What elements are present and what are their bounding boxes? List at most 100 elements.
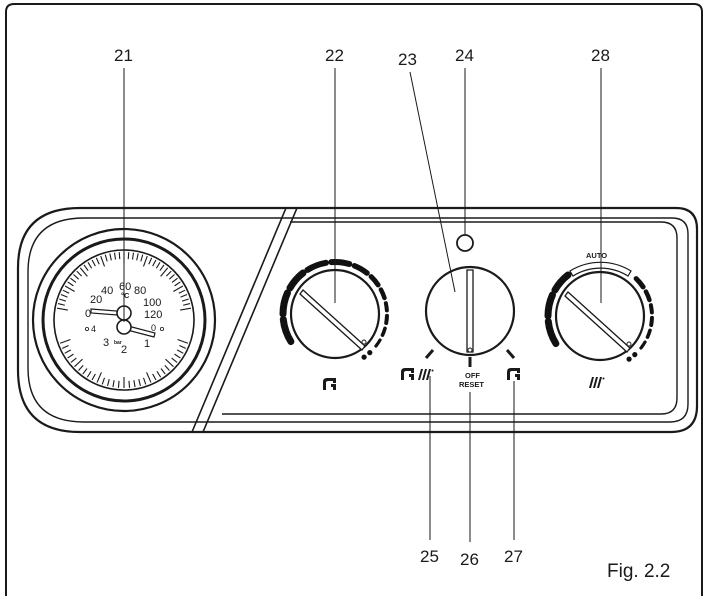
selector-mark-hot-water — [507, 350, 514, 358]
gauge-tick — [97, 372, 101, 382]
gauge-tick — [83, 369, 87, 375]
gauge-tick — [175, 354, 181, 358]
gauge-tick — [173, 286, 183, 292]
callout-28: 28 — [591, 46, 610, 65]
mode-selector-knob[interactable] — [426, 267, 514, 355]
gauge-tick — [172, 278, 178, 282]
scale-segment — [641, 342, 645, 348]
pressure-label-1: 1 — [144, 338, 150, 350]
gauge-tick — [134, 380, 135, 387]
gauge-tick — [113, 380, 114, 387]
gauge-tick — [165, 365, 170, 370]
reset-label: RESET — [459, 380, 484, 389]
gauge-tick — [77, 271, 82, 276]
pressure-label-0: 0 — [151, 323, 156, 333]
tap-icon — [323, 378, 336, 390]
gauge-tick — [68, 354, 74, 358]
off-label: OFF — [465, 371, 480, 380]
gauge-tick — [156, 262, 160, 268]
gauge-tick — [166, 271, 171, 276]
gauge-tick — [172, 358, 177, 362]
scale-segment — [381, 290, 385, 298]
gauge-tick — [183, 304, 190, 306]
scale-segment — [331, 262, 349, 264]
gauge-tick — [73, 274, 78, 279]
temp-label-40: 40 — [101, 285, 113, 297]
gauge-tick — [71, 358, 76, 362]
gauge-tick — [78, 365, 83, 370]
pressure-needle — [117, 320, 155, 337]
status-led — [457, 235, 473, 251]
gauge-tick — [68, 282, 74, 286]
gauge-tick — [60, 339, 70, 343]
scale-segment — [548, 321, 556, 343]
scale-segment — [371, 277, 378, 285]
gauge-tick — [177, 350, 183, 353]
temp-label-120: 120 — [144, 309, 162, 321]
gauge-tick — [84, 265, 88, 271]
gauge-tick — [58, 304, 65, 306]
gauge-tick — [129, 381, 130, 388]
gauge-tick — [70, 278, 76, 282]
heating-temperature-knob[interactable] — [548, 262, 652, 361]
pressure-label-2: 2 — [121, 344, 127, 356]
scale-dot — [367, 350, 372, 355]
scale-segment — [307, 263, 326, 270]
scale-segment — [651, 305, 652, 312]
gauge-tick — [153, 260, 156, 266]
pressure-unit: bar — [114, 340, 122, 346]
gauge-tick — [108, 379, 110, 386]
gauge-tick — [144, 378, 146, 385]
gauge-tick — [179, 290, 185, 293]
callout-26: 26 — [460, 550, 479, 569]
gauge-tick — [92, 260, 95, 266]
scale-segment — [376, 340, 380, 346]
scale-dot — [632, 352, 637, 357]
scale-segment — [354, 266, 367, 273]
callout-21: 21 — [114, 46, 133, 65]
gauge-tick — [63, 290, 69, 293]
selector-indicator — [467, 270, 473, 352]
scale-segment — [651, 318, 652, 325]
scale-segment — [648, 330, 650, 337]
auto-label: AUTO — [586, 251, 607, 260]
gauge-tick — [139, 379, 141, 386]
callout-27: 27 — [504, 547, 523, 566]
figure-label: Fig. 2.2 — [607, 561, 670, 582]
gauge-tick — [96, 258, 99, 264]
temp-unit: °C — [121, 291, 130, 300]
gauge-tick — [157, 371, 161, 377]
scale-dot — [626, 357, 631, 362]
gauge-tick — [180, 308, 191, 310]
gauge-tick — [147, 372, 151, 382]
temp-label-0: 0 — [85, 308, 91, 320]
tap-icon — [401, 368, 414, 380]
temp-label-100: 100 — [143, 297, 161, 309]
gauge-tick — [59, 299, 66, 301]
scale-segment — [283, 293, 287, 314]
gauge-tick — [88, 262, 92, 268]
gauge-tick — [165, 359, 173, 367]
gauge-tick — [179, 345, 185, 348]
temperature-needle — [91, 306, 131, 320]
gauge-tick — [105, 255, 107, 262]
gauge-tick — [141, 255, 143, 262]
gauge-tick — [57, 308, 68, 310]
gauge-tick — [92, 374, 95, 380]
callout-25: 25 — [420, 547, 439, 566]
gauge-tick — [153, 374, 156, 380]
temp-label-80: 80 — [134, 285, 146, 297]
gauge-tick — [178, 339, 188, 343]
gauge-tick — [169, 274, 174, 279]
scale-segment — [636, 279, 643, 287]
gauge-tick — [161, 369, 165, 375]
scale-segment — [283, 319, 291, 341]
gauge-tick — [132, 253, 133, 260]
gauge-tick — [102, 378, 104, 385]
gauge-tick — [115, 253, 116, 260]
gauge-tick — [61, 295, 67, 298]
radiator-icon — [589, 377, 605, 388]
gauge-tick — [137, 253, 138, 260]
gauge-tick — [65, 350, 71, 353]
